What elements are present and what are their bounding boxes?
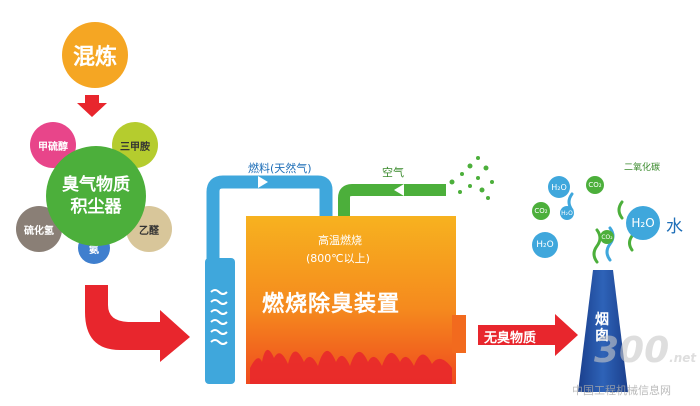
chimney-label: 烟囱 [595, 312, 609, 344]
odor-collector-node: 臭气物质 积尘器 [46, 146, 146, 246]
h2o-bubble-small: H₂O [560, 206, 574, 220]
h2o-text-small: H₂O [561, 209, 573, 217]
air-pipe [338, 184, 446, 216]
watermark-brand: 300.net [594, 330, 696, 371]
h2o-text-3: H₂O [631, 216, 655, 230]
furnace-subtitle-1: 高温燃烧 [318, 234, 362, 247]
watermark-site: 中国工程机械信息网 [572, 384, 671, 397]
source-hydrogen-sulfide: 硫化氢 [16, 206, 62, 252]
down-arrow-icon [77, 95, 107, 117]
co2-name-label: 二氧化碳 [624, 163, 661, 173]
furnace-outlet [452, 315, 466, 353]
water-label: 水 [666, 217, 683, 237]
h2o-bubble-3: H₂O [626, 206, 660, 240]
furnace-title: 燃烧除臭装置 [262, 292, 401, 317]
fuel-label: 燃料(天然气) [248, 162, 312, 175]
chimney-icon [578, 270, 628, 392]
acetaldehyde-label: 乙醛 [139, 225, 159, 237]
co2-bubble-1: CO₂ [586, 176, 604, 194]
methanethiol-label: 甲硫醇 [38, 141, 68, 153]
ammonia-label: 氨 [89, 244, 99, 256]
output-label: 无臭物质 [484, 331, 537, 346]
h2o-text-2: H₂O [536, 240, 554, 250]
steam-wisps-icon [567, 192, 634, 264]
collector-line2: 积尘器 [70, 197, 122, 217]
co2-text-1: CO₂ [588, 181, 602, 189]
air-label: 空气 [382, 166, 404, 179]
collector-line1: 臭气物质 [62, 175, 130, 195]
fuel-pipe [206, 175, 333, 260]
furnace-subtitle-2: (800℃以上) [306, 252, 370, 265]
h2o-text-1: H₂O [551, 182, 567, 192]
fuel-arrow-icon [258, 176, 268, 188]
curved-arrow-icon [85, 285, 190, 362]
mixing-label: 混炼 [72, 45, 117, 70]
intake-column [205, 258, 235, 384]
airflow-waves-icon [210, 289, 228, 345]
hydrogen-sulfide-label: 硫化氢 [24, 225, 54, 237]
source-methanethiol: 甲硫醇 [30, 122, 76, 168]
trimethylamine-label: 三甲胺 [120, 141, 150, 153]
air-particles-icon [449, 156, 494, 200]
co2-text-3: CO₂ [601, 233, 613, 241]
watermark-suffix: .net [669, 351, 697, 365]
air-arrow-icon [394, 184, 404, 196]
output-arrow-icon [478, 314, 578, 356]
co2-text-2: CO₂ [534, 207, 548, 215]
co2-bubble-3: CO₂ [600, 230, 614, 244]
flames-icon [250, 349, 452, 384]
co2-bubble-2: CO₂ [532, 202, 550, 220]
watermark-brand-text: 300 [594, 330, 670, 371]
h2o-bubble-1: H₂O [548, 176, 570, 198]
mixing-node: 混炼 [62, 22, 128, 88]
h2o-bubble-2: H₂O [532, 232, 558, 258]
